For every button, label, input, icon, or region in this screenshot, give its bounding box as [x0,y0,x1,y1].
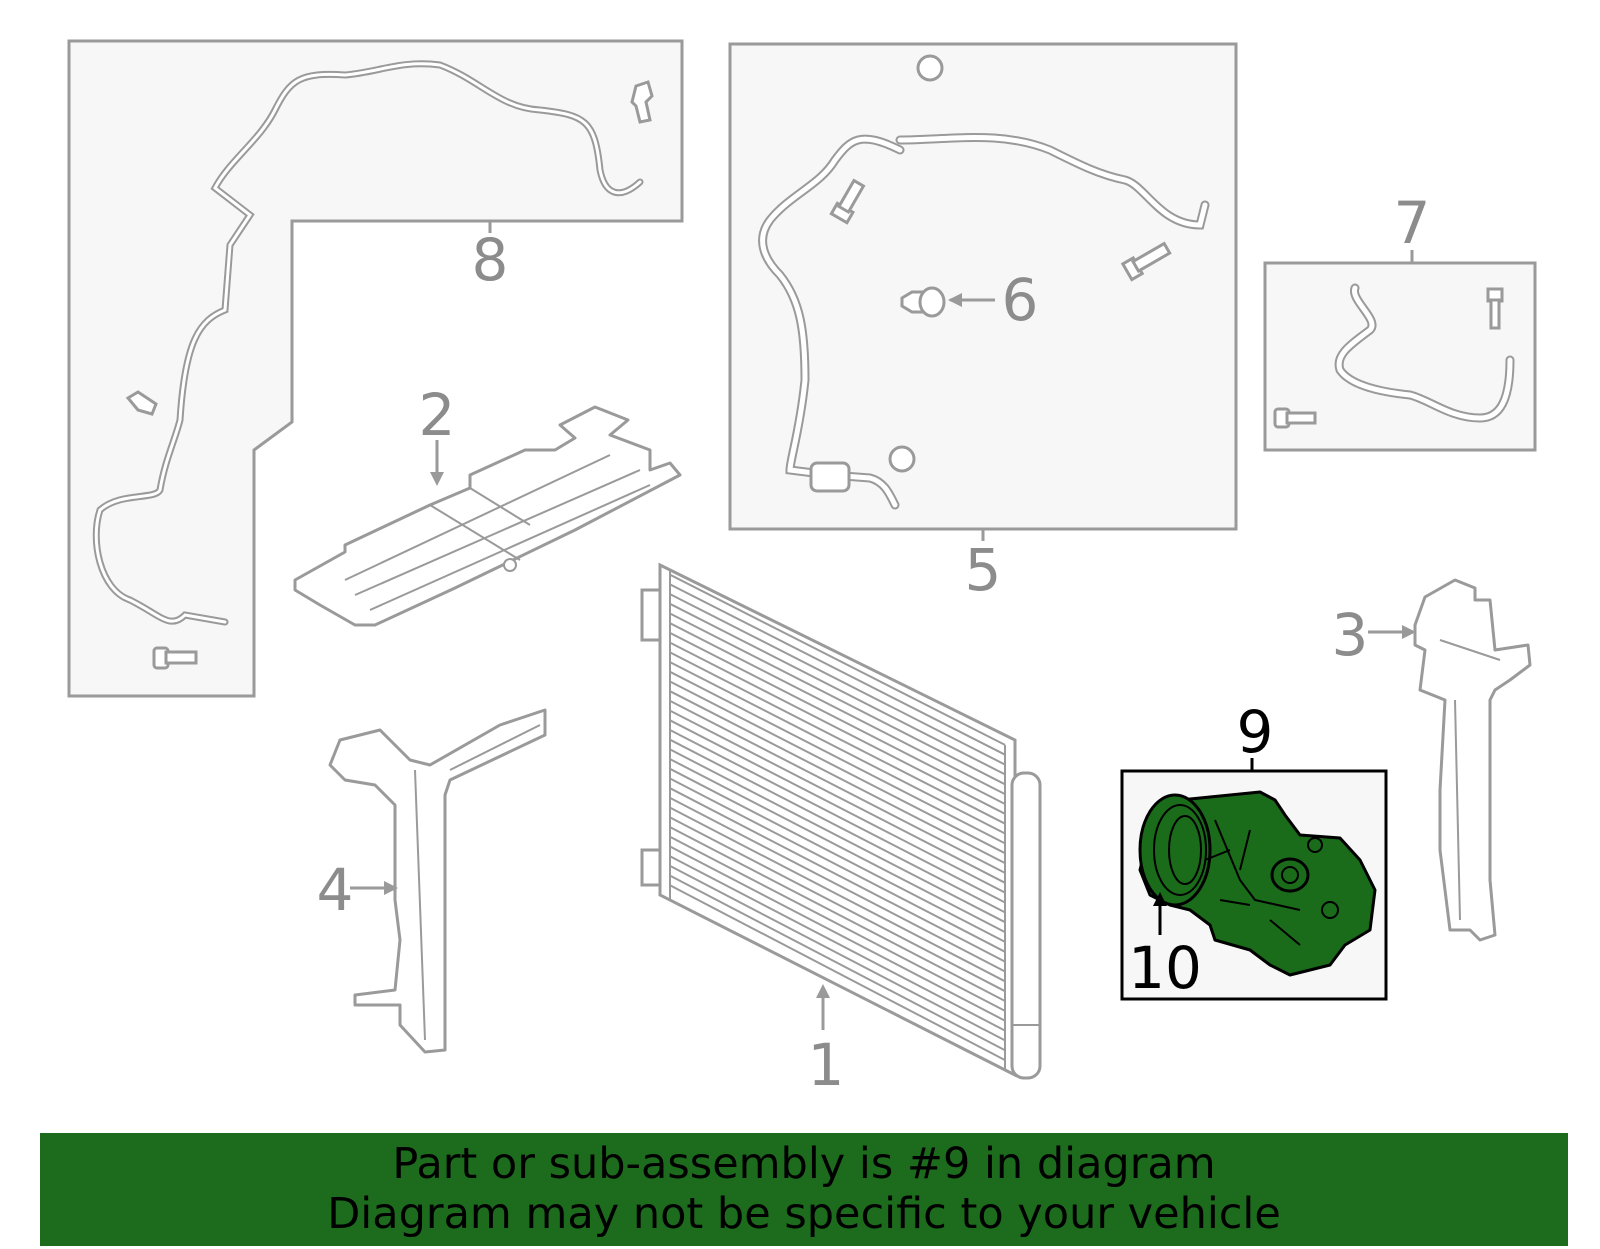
bolt-icon [152,646,198,670]
part-4-bracket[interactable]: 4 [317,708,547,1054]
part-5-group[interactable]: 6 5 [728,42,1238,604]
part-7-group[interactable]: 7 [1263,189,1537,452]
callout-8: 8 [472,226,509,294]
clip-icon [125,390,158,416]
callout-9: 9 [1237,698,1274,766]
part-8-panel [67,39,684,698]
bolt-icon [1273,407,1317,429]
callout-2: 2 [419,381,456,449]
callout-1: 1 [808,1031,845,1099]
banner-line-2: Diagram may not be specific to your vehi… [327,1189,1281,1239]
callout-5: 5 [965,536,1002,604]
callout-7: 7 [1394,189,1431,257]
part-8-group[interactable]: 8 [67,39,684,698]
part-5-panel [728,42,1238,531]
compressor-pulley [1138,793,1212,907]
callout-10: 10 [1128,934,1202,1002]
callout-4: 4 [317,856,354,924]
banner-line-1: Part or sub-assembly is #9 in diagram [392,1139,1216,1189]
info-banner: Part or sub-assembly is #9 in diagram Di… [40,1133,1568,1246]
part-2-shield[interactable]: 2 [293,381,682,627]
part-6-pressure-switch[interactable] [900,286,946,318]
nut-icon [888,445,916,473]
callout-3: 3 [1332,601,1369,669]
bolt-icon [1486,287,1504,330]
part-3-bracket[interactable]: 3 [1332,578,1532,942]
part-1-condenser[interactable]: 1 [640,562,1042,1099]
part-9-compressor[interactable]: 9 10 [1120,698,1388,1002]
nut-icon [916,54,944,82]
clip-icon [630,80,654,124]
bolt-icon [1120,241,1172,282]
bolt-icon [829,178,866,225]
callout-6: 6 [1002,266,1039,334]
